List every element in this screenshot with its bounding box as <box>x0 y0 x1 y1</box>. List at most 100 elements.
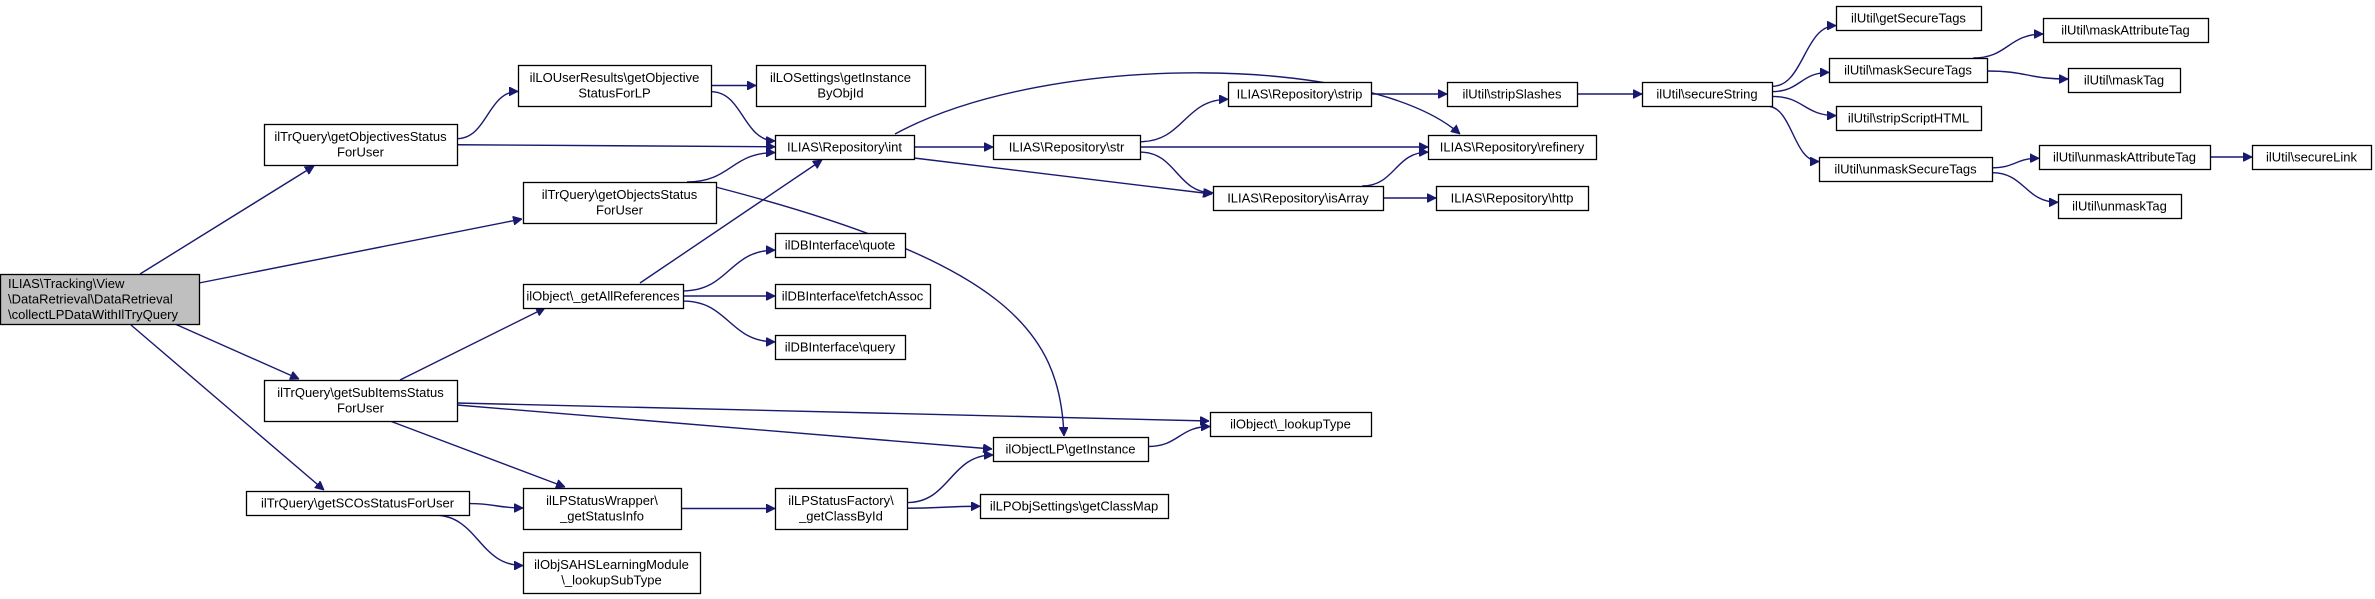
node-getsecuretags[interactable]: ilUtil\getSecureTags <box>1835 5 1983 32</box>
edge-getobjectsstatus-to-repoint <box>686 153 775 183</box>
node-label-line: ILIAS\Repository\strip <box>1237 86 1363 101</box>
node-label-line: ilUtil\secureLink <box>2266 149 2358 164</box>
node-getstatusinfo[interactable]: ilLPStatusWrapper\_getStatusInfo <box>522 487 683 531</box>
node-label-line: _getClassById <box>798 509 883 524</box>
node-label-line: ilUtil\unmaskAttributeTag <box>2053 149 2196 164</box>
edge-repostr-to-repostrip <box>1139 99 1228 143</box>
node-box <box>774 487 909 531</box>
node-unmasktag[interactable]: ilUtil\unmaskTag <box>2057 193 2183 220</box>
node-box <box>522 551 702 595</box>
node-label-line: StatusForLP <box>578 86 650 101</box>
node-label-line: ILIAS\Repository\http <box>1451 190 1574 205</box>
node-box <box>1818 156 1994 183</box>
node-label-line: ilDBInterface\fetchAssoc <box>782 288 924 303</box>
edge-getallreferences-to-repoint <box>639 159 822 284</box>
edge-unmasksecuretags-to-unmasktag <box>1991 172 2058 203</box>
node-box <box>1828 57 1989 84</box>
edge-masksecuretags-to-masktag <box>1986 70 2068 79</box>
node-box <box>0 273 201 326</box>
edge-unmasksecuretags-to-unmaskattributetag <box>1991 158 2039 169</box>
node-root[interactable]: ILIAS\Tracking\View\DataRetrieval\DataRe… <box>0 273 201 326</box>
node-label-line: \collectLPDataWithIlTryQuery <box>8 307 179 322</box>
node-box <box>263 379 459 423</box>
node-query[interactable]: ilDBInterface\query <box>774 334 907 361</box>
node-quote[interactable]: ilDBInterface\quote <box>774 232 907 259</box>
node-label-line: ilLPStatusFactory\ <box>788 493 894 508</box>
edge-getobjectsstatus-to-objectlpgetinstance <box>699 182 1064 436</box>
node-box <box>755 64 927 108</box>
edges-layer <box>130 26 2252 566</box>
node-stripslashes[interactable]: ilUtil\stripSlashes <box>1446 81 1579 108</box>
edge-root-to-getobjectsstatus <box>198 219 522 284</box>
node-getallreferences[interactable]: ilObject\_getAllReferences <box>522 283 685 310</box>
node-lookupsubtype[interactable]: ilObjSAHSLearningModule\_lookupSubType <box>522 551 702 595</box>
node-label-line: ilLPObjSettings\getClassMap <box>990 498 1158 513</box>
node-repoint[interactable]: ILIAS\Repository\int <box>774 134 916 161</box>
edge-objectlpgetinstance-to-lookuptype <box>1147 427 1210 448</box>
edge-getclassbyid-to-objectlpgetinstance <box>906 455 993 504</box>
node-unmasksecuretags[interactable]: ilUtil\unmaskSecureTags <box>1818 156 1994 183</box>
edge-getsubitemsstatus-to-lookuptype <box>456 402 1209 421</box>
node-box <box>1835 105 1983 132</box>
edge-repoisarray-to-reporefinery <box>1362 152 1428 187</box>
edge-securestring-to-masksecuretags <box>1771 72 1829 93</box>
edge-getallreferences-to-query <box>682 300 775 342</box>
node-box <box>522 283 685 310</box>
node-box <box>2057 193 2183 220</box>
node-label-line: ilUtil\maskSecureTags <box>1844 62 1972 77</box>
node-maskattributetag[interactable]: ilUtil\maskAttributeTag <box>2042 17 2210 44</box>
node-objectlpgetinstance[interactable]: ilObjectLP\getInstance <box>992 436 1150 463</box>
node-label-line: ByObjId <box>817 86 863 101</box>
edge-getclassbyid-to-getclassmap <box>906 506 980 508</box>
node-getscosstatus[interactable]: ilTrQuery\getSCOsStatusForUser <box>245 490 471 517</box>
node-box <box>522 181 718 225</box>
node-label-line: ilObject\_lookupType <box>1230 416 1351 431</box>
node-stripscripthtml[interactable]: ilUtil\stripScriptHTML <box>1835 105 1983 132</box>
node-label-line: ilUtil\unmaskSecureTags <box>1834 161 1977 176</box>
node-label-line: ilTrQuery\getObjectivesStatus <box>274 129 447 144</box>
node-label-line: ilTrQuery\getSCOsStatusForUser <box>261 495 455 510</box>
node-box <box>1835 5 1983 32</box>
node-box <box>774 134 916 161</box>
node-label-line: ilObjSAHSLearningModule <box>534 557 689 572</box>
node-label-line: ilUtil\unmaskTag <box>2072 198 2167 213</box>
node-box <box>774 334 907 361</box>
node-label-line: ilUtil\stripScriptHTML <box>1848 110 1969 125</box>
edge-getobjectivestatusforlp-to-repoint <box>710 90 775 141</box>
node-label-line: ilLPStatusWrapper\ <box>546 493 658 508</box>
node-unmaskattributetag[interactable]: ilUtil\unmaskAttributeTag <box>2038 144 2212 171</box>
node-masktag[interactable]: ilUtil\maskTag <box>2067 67 2182 94</box>
node-repoisarray[interactable]: ILIAS\Repository\isArray <box>1212 185 1385 212</box>
node-box <box>774 232 907 259</box>
node-box <box>263 123 459 167</box>
node-label-line: ilUtil\secureString <box>1656 86 1757 101</box>
node-masksecuretags[interactable]: ilUtil\maskSecureTags <box>1828 57 1989 84</box>
node-label-line: ilUtil\getSecureTags <box>1851 10 1966 25</box>
node-getclassbyid[interactable]: ilLPStatusFactory\_getClassById <box>774 487 909 531</box>
node-fetchassoc[interactable]: ilDBInterface\fetchAssoc <box>774 283 932 310</box>
node-label-line: ilDBInterface\quote <box>785 237 896 252</box>
node-lookuptype[interactable]: ilObject\_lookupType <box>1209 411 1373 438</box>
node-label-line: ilUtil\maskAttributeTag <box>2061 22 2190 37</box>
edge-repoint-to-repoisarray <box>913 157 1212 194</box>
node-securelink[interactable]: ilUtil\secureLink <box>2251 144 2373 171</box>
node-repohttp[interactable]: ILIAS\Repository\http <box>1435 185 1590 212</box>
node-box <box>517 64 713 108</box>
edge-securestring-to-getsecuretags <box>1771 26 1837 88</box>
node-reporefinery[interactable]: ILIAS\Repository\refinery <box>1427 134 1598 161</box>
node-box <box>992 134 1142 161</box>
node-label-line: ilTrQuery\getObjectsStatus <box>542 187 698 202</box>
node-box <box>774 283 932 310</box>
node-repostr[interactable]: ILIAS\Repository\str <box>992 134 1142 161</box>
node-repostrip[interactable]: ILIAS\Repository\strip <box>1227 81 1373 108</box>
edge-root-to-getobjectivesstatus <box>139 165 314 275</box>
node-securestring[interactable]: ilUtil\secureString <box>1641 81 1774 108</box>
node-label-line: ILIAS\Repository\str <box>1009 139 1125 154</box>
node-getclassmap[interactable]: ilLPObjSettings\getClassMap <box>979 493 1170 520</box>
